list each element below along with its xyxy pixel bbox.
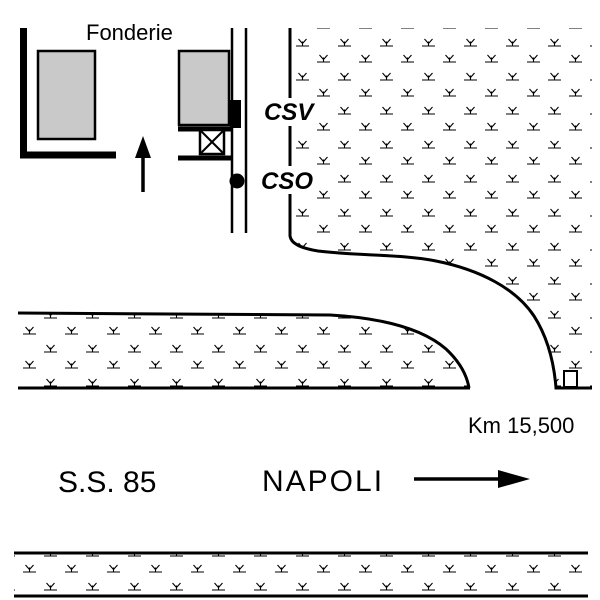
access-road-strip <box>230 28 248 233</box>
csv-label: CSV <box>264 99 315 126</box>
csv-label-underlay <box>260 98 316 126</box>
vegetation-area-right-boundary <box>288 28 592 390</box>
cso-marker <box>229 173 245 189</box>
boundary-wall <box>20 28 116 159</box>
destination-label: NAPOLI <box>262 465 384 498</box>
csv-marker <box>230 100 241 128</box>
warehouse-building <box>177 49 231 127</box>
vegetation-band-left-top-boundary <box>17 311 471 389</box>
km-label: Km 15,500 <box>468 413 574 438</box>
vegetation-area-right <box>290 28 592 388</box>
right-arrow-icon <box>414 470 530 488</box>
foundry-building <box>36 49 97 141</box>
km-marker-square <box>563 370 578 388</box>
foundry-label: Fonderie <box>86 20 173 45</box>
vegetation-band-left <box>18 313 469 388</box>
cso-label-underlay <box>258 166 318 194</box>
vegetation-band-bottom <box>14 553 588 595</box>
cso-label: CSO <box>261 168 313 195</box>
road-name-label: S.S. 85 <box>58 466 156 499</box>
crossed-box-gate-icon <box>198 128 226 156</box>
up-arrow-icon <box>135 136 151 192</box>
